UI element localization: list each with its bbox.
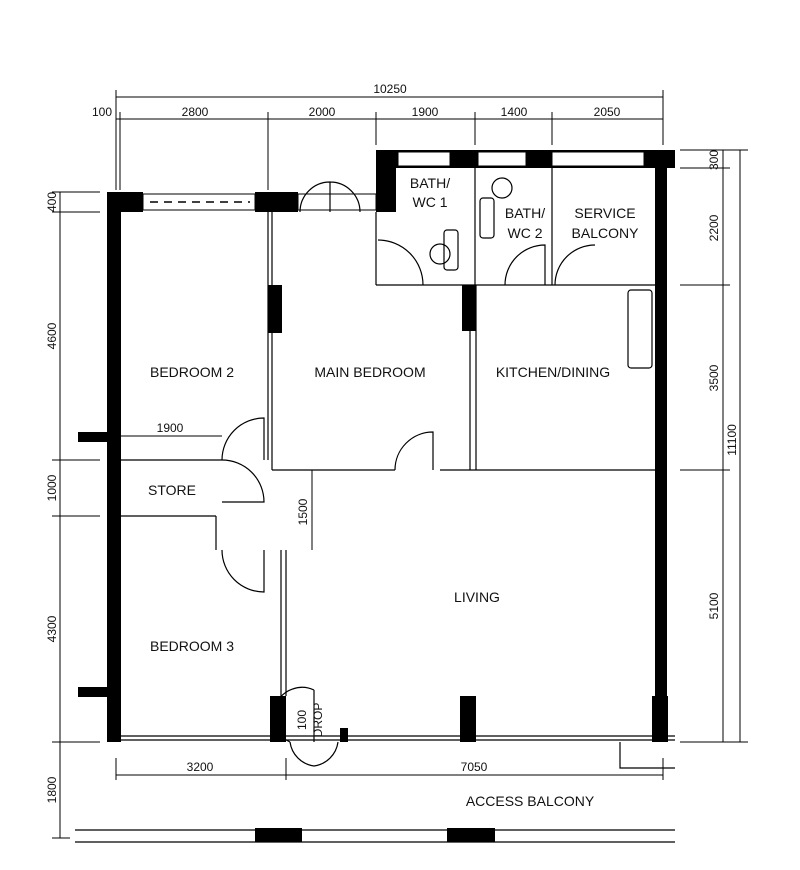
dim-right-1: 300	[707, 150, 721, 170]
dim-left-3: 1000	[45, 474, 59, 501]
room-main-bedroom: MAIN BEDROOM	[314, 364, 425, 380]
dim-top-6: 2050	[594, 105, 621, 119]
dim-bottom-2: 7050	[461, 760, 488, 774]
room-store: STORE	[148, 482, 196, 498]
dim-left-4: 4300	[45, 615, 59, 642]
room-service-balcony-line2: BALCONY	[572, 225, 640, 241]
dim-top-4: 1900	[412, 105, 439, 119]
room-bath-wc2-line1: BATH/	[505, 205, 545, 221]
room-service-balcony-line1: SERVICE	[574, 205, 635, 221]
room-bath-wc1-line1: BATH/	[410, 175, 450, 191]
dim-bottom-1: 3200	[187, 760, 214, 774]
left-dimensions: 400 4600 1000 4300 1800	[45, 191, 100, 839]
dim-top-5: 1400	[501, 105, 528, 119]
drop-value: 100	[295, 710, 309, 730]
dim-right-4: 5100	[707, 592, 721, 619]
walls	[78, 150, 675, 742]
dim-top-total: 10250	[373, 82, 407, 96]
dim-left-1: 400	[45, 192, 59, 212]
dim-right-3: 3500	[707, 364, 721, 391]
dim-store-width: 1900	[157, 421, 184, 435]
dim-right-2: 2200	[707, 214, 721, 241]
bottom-dimensions: 3200 7050	[115, 758, 664, 780]
room-living: LIVING	[454, 589, 500, 605]
dim-top-2: 2800	[182, 105, 209, 119]
room-bath-wc2-line2: WC 2	[508, 225, 543, 241]
dim-top-3: 2000	[309, 105, 336, 119]
dim-left-5: 1800	[45, 776, 59, 803]
right-dimensions: 300 2200 3500 5100 11100	[680, 149, 748, 743]
dim-left-2: 4600	[45, 322, 59, 349]
room-kitchen-dining: KITCHEN/DINING	[496, 364, 610, 380]
partitions: 1900 1500 100 DROP	[75, 168, 675, 843]
room-bedroom-3: BEDROOM 3	[150, 638, 234, 654]
room-labels: BEDROOM 2 MAIN BEDROOM KITCHEN/DINING ST…	[148, 175, 639, 809]
dim-right-total: 11100	[725, 424, 739, 456]
room-bedroom-2: BEDROOM 2	[150, 364, 234, 380]
room-access-balcony: ACCESS BALCONY	[466, 793, 595, 809]
dim-living-offset: 1500	[296, 498, 310, 525]
top-dimensions: 10250 100 2800 2000 1900 1400 2050	[92, 82, 664, 190]
drop-label: DROP	[311, 703, 325, 738]
room-bath-wc1-line2: WC 1	[413, 194, 448, 210]
dim-top-1: 100	[92, 105, 112, 119]
